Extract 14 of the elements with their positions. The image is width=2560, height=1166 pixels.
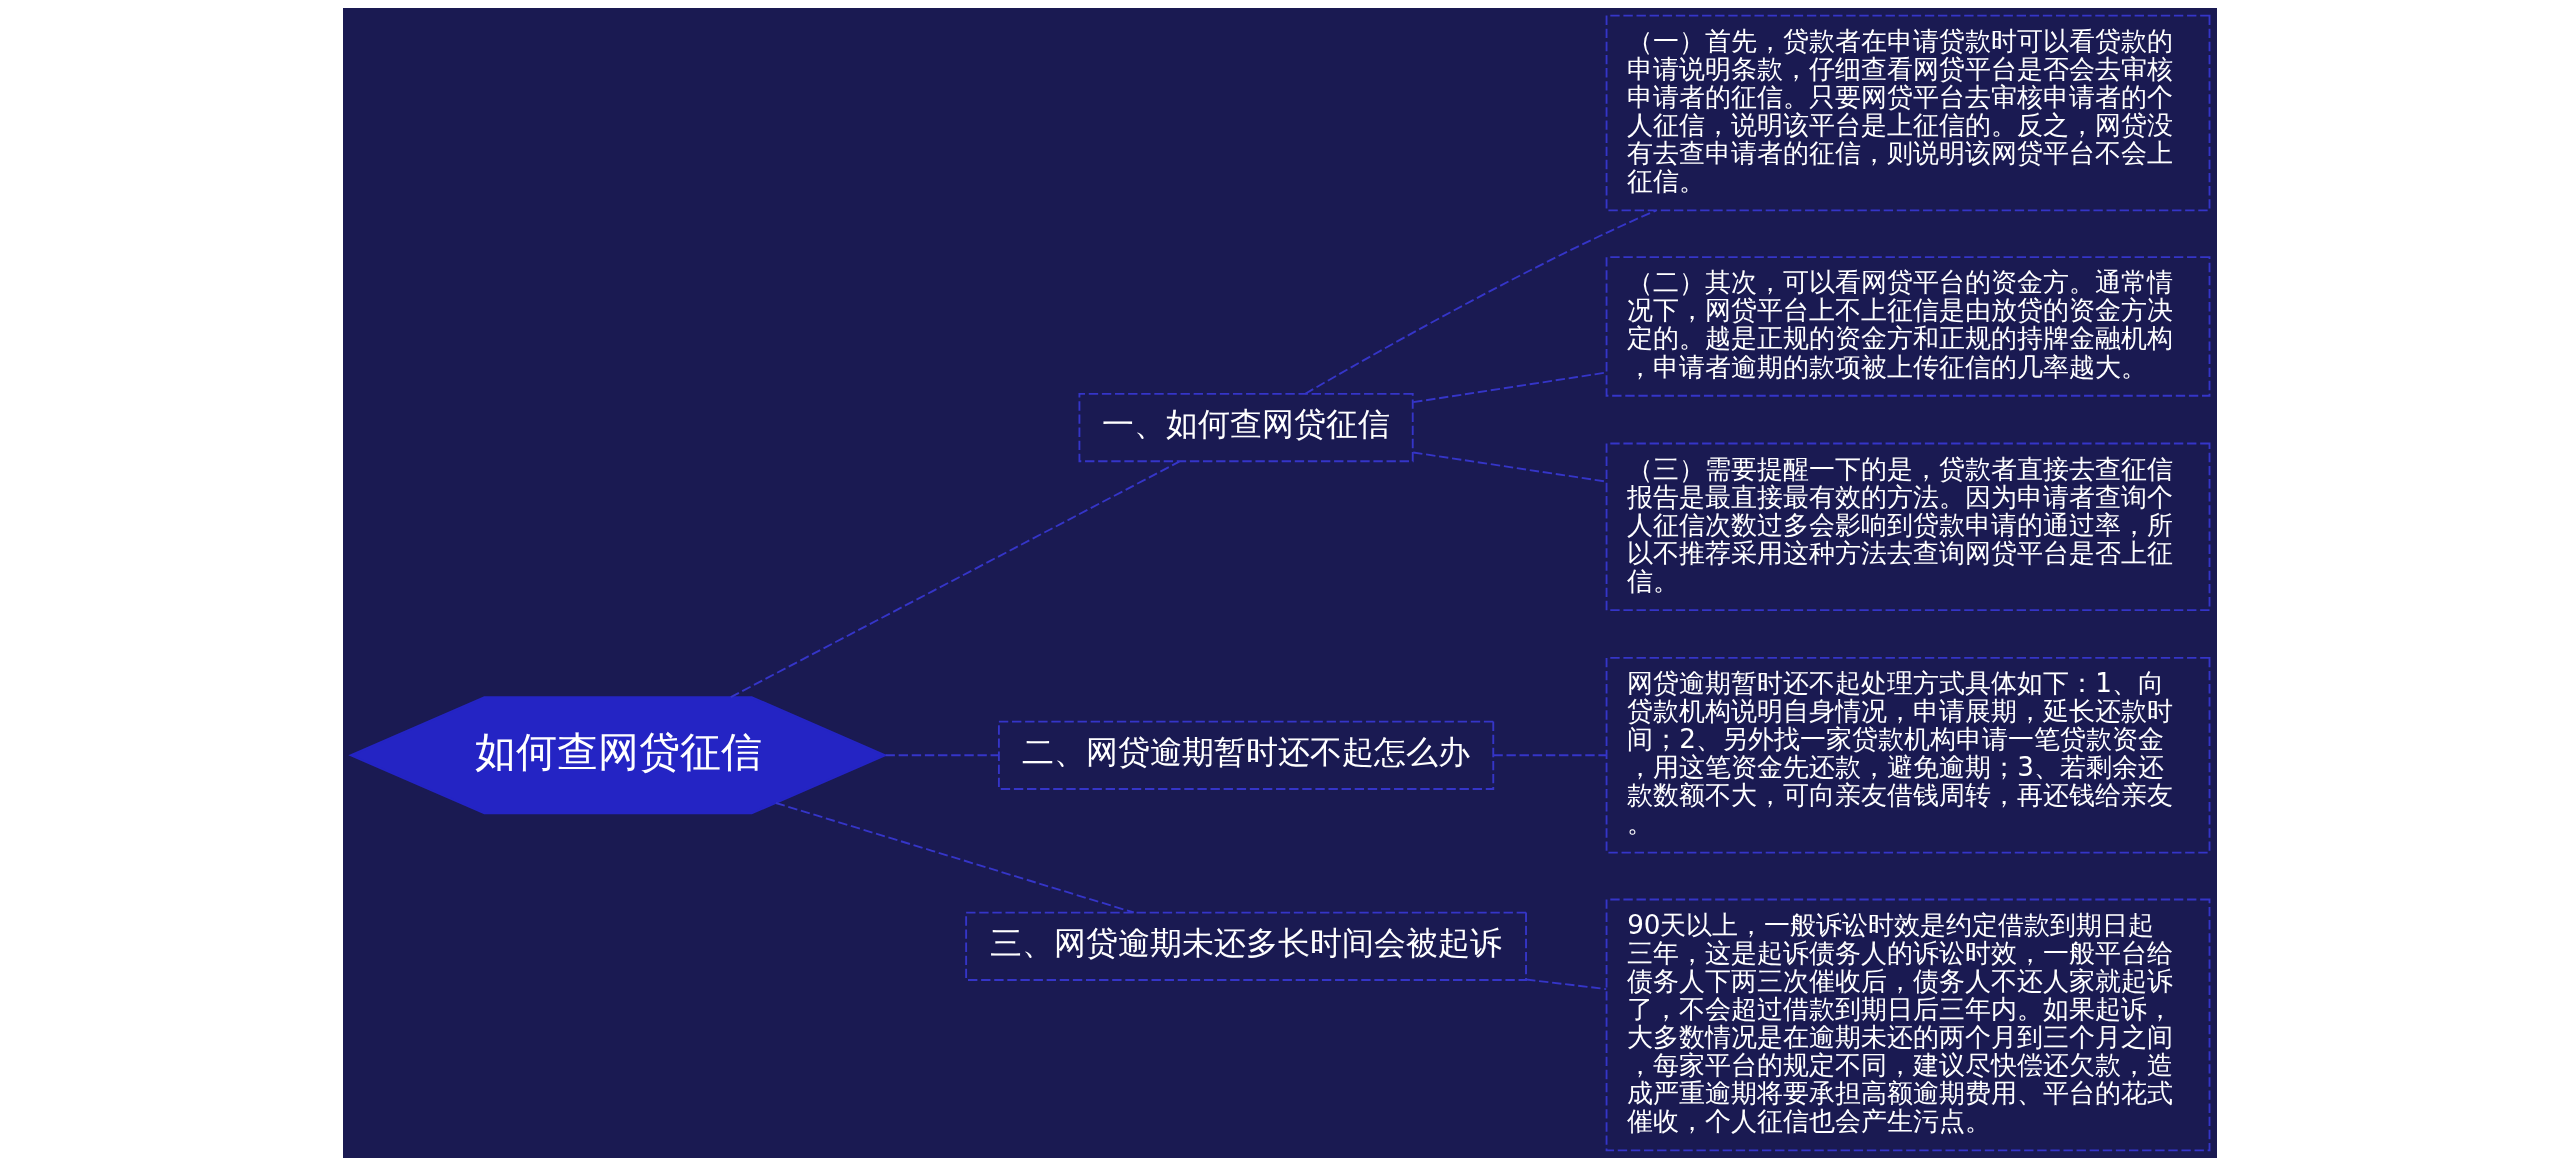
node-box: （一）首先，贷款者在申请贷款时可以看贷款的申请说明条款，仔细查看网贷平台是否会去审核申请者的征信。只要网贷平台去审核申请者的个人征信，说明该平台是上征信的。反之，网贷没有去查申请者的征信，则说明该网贷平台不会上征信。 [1605,14,2211,212]
connector [1492,754,1608,757]
connector [729,460,1181,698]
node-box: 二、网贷逾期暂时还不起怎么办 [997,720,1495,790]
node-box: 三、网贷逾期未还多长时间会被起诉 [965,911,1527,981]
connector [774,802,1135,914]
connector [1525,978,1608,990]
node-box: （三）需要提醒一下的是，贷款者直接去查征信报告是最直接最有效的方法。因为申请者查询个人征信次数过多会影响到贷款申请的通过率，所以不推荐采用这种方法去查询网贷平台是否上征信。 [1605,442,2211,612]
node-box: 一、如何查网贷征信 [1078,392,1414,463]
node-box: （二）其次，可以看网贷平台的资金方。通常情况下，网贷平台上不上征信是由放贷的资金方决定的。越是正规的资金方和正规的持牌金融机构，申请者逾期的款项被上传征信的几率越大。 [1605,256,2211,397]
connector [1304,209,1657,395]
connector [884,754,1000,757]
node-box: 90天以上，一般诉讼时效是约定借款到期日起三年，这是起诉债务人的诉讼时效，一般平台给债务人下两三次催收后，债务人不还人家就起诉了，不会超过借款到期日后三年内。如果起诉，大多数情况是在逾期未还的两个月到三个月之间，每家平台的规定不同，建议尽快偿还欠款，造成严重逾期将要承担高额逾期费用、平台的花式催收，个人征信也会产生污点。 [1605,898,2211,1152]
node-box: 网贷逾期暂时还不起处理方式具体如下：1、向贷款机构说明自身情况，申请展期，延长还款时间；2、另外找一家贷款机构申请一笔贷款资金，用这笔资金先还款，避免逾期；3、若剩余还款数额不大，可向亲友借钱周转，再还钱给亲友。 [1605,656,2211,854]
